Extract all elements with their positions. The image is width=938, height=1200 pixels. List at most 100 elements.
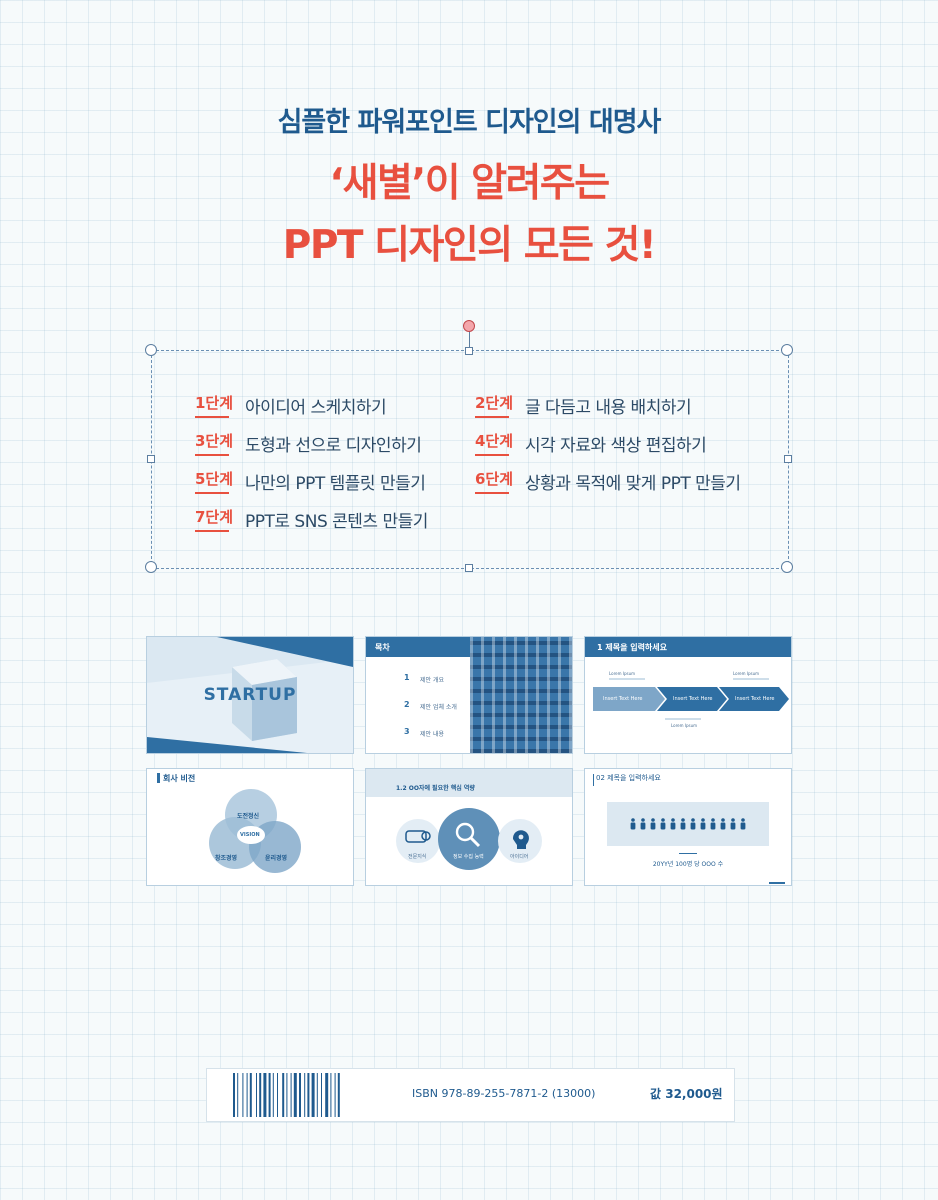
- resize-handle-w[interactable]: [147, 455, 155, 463]
- lorem-label: Lorem Ipsum: [671, 723, 698, 728]
- person-icon: [700, 818, 706, 830]
- step-text: 나만의 PPT 템플릿 만들기: [245, 473, 426, 494]
- rotation-handle[interactable]: [463, 320, 475, 332]
- barcode-bar: [334, 1073, 336, 1117]
- barcode-bar: [304, 1073, 306, 1117]
- header-accent: [157, 773, 160, 783]
- barcode-bar: [307, 1073, 310, 1117]
- resize-handle-e[interactable]: [784, 455, 792, 463]
- barcode-bar: [237, 1073, 239, 1117]
- toc-number: 2: [404, 700, 410, 709]
- resize-handle-nw[interactable]: [145, 344, 157, 356]
- venn-diagram: [209, 789, 301, 873]
- resize-handle-se[interactable]: [781, 561, 793, 573]
- person-icon: [710, 818, 716, 830]
- step-4: 4단계 시각 자료와 색상 편집하기: [475, 430, 707, 456]
- selection-box[interactable]: [151, 350, 789, 569]
- resize-handle-ne[interactable]: [781, 344, 793, 356]
- toc-item: 제안 업체 소개: [420, 704, 457, 711]
- person-icon: [660, 818, 666, 830]
- slide-title: STARTUP: [203, 685, 297, 705]
- barcode-bar: [277, 1073, 278, 1117]
- slide-header: 목차: [375, 643, 390, 652]
- barcode-bar: [242, 1073, 244, 1117]
- venn-label: 윤리경영: [265, 855, 288, 862]
- barcode-bar: [268, 1073, 271, 1117]
- competency-label: 아이디어: [510, 854, 529, 860]
- step-number: 2단계: [475, 392, 513, 418]
- barcode-bar: [272, 1073, 274, 1117]
- competency-circles: [396, 808, 542, 870]
- toc-item: 제안 내용: [420, 731, 444, 738]
- slide-header: 02 제목을 입력하세요: [596, 774, 661, 782]
- arrow-label: Insert Text Here: [735, 696, 775, 702]
- startup-graphic: [147, 637, 353, 753]
- barcode-bar: [246, 1073, 248, 1117]
- step-text: 시각 자료와 색상 편집하기: [525, 435, 707, 456]
- step-6: 6단계 상황과 목적에 맞게 PPT 만들기: [475, 468, 741, 494]
- slide-thumbnail-vision: 회사 비전 도전정신 창조경영 윤리경영 VISION: [146, 768, 354, 886]
- venn-label: 창조경영: [215, 855, 238, 862]
- toc-number: 1: [404, 673, 410, 682]
- step-1: 1단계 아이디어 스케치하기: [195, 392, 387, 418]
- barcode-bar: [263, 1073, 267, 1117]
- venn-label: 도전정신: [237, 813, 260, 820]
- book-subtitle: 심플한 파워포인트 디자인의 대명사: [277, 107, 662, 138]
- person-icon: [670, 818, 676, 830]
- toc-item: 제안 개요: [420, 677, 444, 684]
- slide-header-bar: [585, 637, 791, 657]
- barcode-bar: [316, 1073, 318, 1117]
- step-7: 7단계 PPT로 SNS 콘텐츠 만들기: [195, 506, 428, 532]
- divider: [679, 853, 697, 854]
- resize-handle-s[interactable]: [465, 564, 473, 572]
- slide-thumbnail-startup: STARTUP: [146, 636, 354, 754]
- barcode-bar: [249, 1073, 252, 1117]
- step-number: 3단계: [195, 430, 233, 456]
- barcode-bar: [259, 1073, 262, 1117]
- barcode-bar: [290, 1073, 292, 1117]
- process-arrows: [593, 678, 789, 720]
- step-number: 7단계: [195, 506, 233, 532]
- slide-header: 1 제목을 입력하세요: [597, 643, 668, 652]
- barcode-bar: [282, 1073, 285, 1117]
- building-photo: [470, 637, 572, 753]
- person-icon-row: [630, 818, 746, 830]
- step-text: 도형과 선으로 디자인하기: [245, 435, 422, 456]
- step-3: 3단계 도형과 선으로 디자인하기: [195, 430, 422, 456]
- person-icon: [740, 818, 746, 830]
- step-number: 1단계: [195, 392, 233, 418]
- slide-thumbnail-process: 1 제목을 입력하세요 Insert Text Here Insert Text…: [584, 636, 792, 754]
- person-icon: [650, 818, 656, 830]
- people-caption: 20YY년 100명 당 OOO 수: [652, 861, 724, 868]
- lorem-label: Lorem Ipsum: [733, 671, 760, 676]
- venn-center: VISION: [240, 832, 260, 838]
- barcode-bar: [293, 1073, 297, 1117]
- barcode-bar: [286, 1073, 288, 1117]
- slide-header-bar: [366, 637, 470, 657]
- slide-thumbnail-contents: 목차 1 제안 개요 2 제안 업체 소개 3 제안 내용: [365, 636, 573, 754]
- step-text: 글 다듬고 내용 배치하기: [525, 397, 692, 418]
- step-5: 5단계 나만의 PPT 템플릿 만들기: [195, 468, 426, 494]
- barcode: [233, 1073, 340, 1117]
- person-icon: [730, 818, 736, 830]
- slide-header: 1.2 OO자에 필요한 핵심 역량: [396, 785, 475, 792]
- person-icon: [630, 818, 636, 830]
- resize-handle-n[interactable]: [465, 347, 473, 355]
- price: 값 32,000원: [650, 1087, 723, 1101]
- barcode-bar: [337, 1073, 340, 1117]
- slide-thumbnail-competency: 1.2 OO자에 필요한 핵심 역량 전문지식 정보 수집 능력 아이디어: [365, 768, 573, 886]
- person-icon: [680, 818, 686, 830]
- step-number: 4단계: [475, 430, 513, 456]
- isbn: ISBN 978-89-255-7871-2 (13000): [412, 1087, 596, 1100]
- slide-thumbnail-people: 02 제목을 입력하세요 20YY년 100명 당 OOO 수: [584, 768, 792, 886]
- competency-label: 정보 수집 능력: [453, 854, 484, 860]
- barcode-bar: [299, 1073, 301, 1117]
- barcode-bar: [321, 1073, 322, 1117]
- person-icon: [720, 818, 726, 830]
- step-2: 2단계 글 다듬고 내용 배치하기: [475, 392, 692, 418]
- barcode-bar: [311, 1073, 315, 1117]
- resize-handle-sw[interactable]: [145, 561, 157, 573]
- lorem-label: Lorem Ipsum: [609, 671, 636, 676]
- barcode-bar: [330, 1073, 332, 1117]
- barcode-bar: [233, 1073, 235, 1117]
